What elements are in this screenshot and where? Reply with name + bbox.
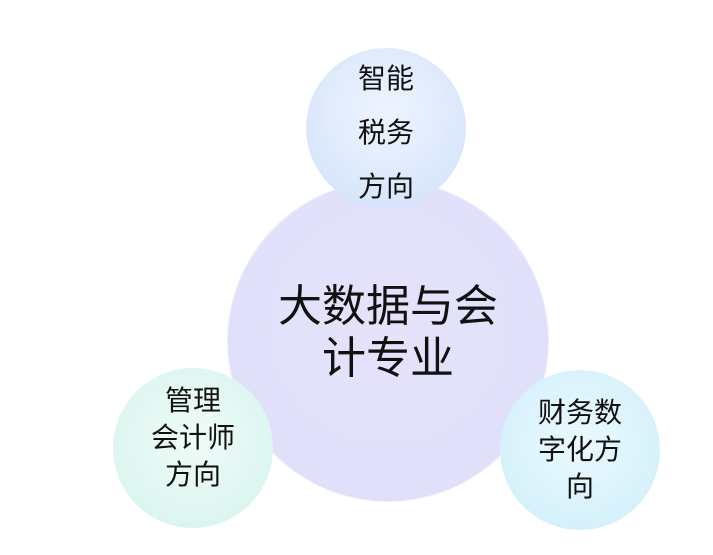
left-circle (113, 368, 273, 528)
right-node-label: 财务数 字化方 向 (537, 396, 622, 503)
top-circle (306, 48, 466, 208)
left-node-label: 管理 会计师 方向 (150, 384, 235, 491)
center-label: 大数据与会 计专业 (278, 281, 498, 384)
top-node-label: 智能 税务 方向 (357, 62, 414, 203)
center-circle (228, 181, 548, 501)
right-circle (500, 370, 660, 530)
